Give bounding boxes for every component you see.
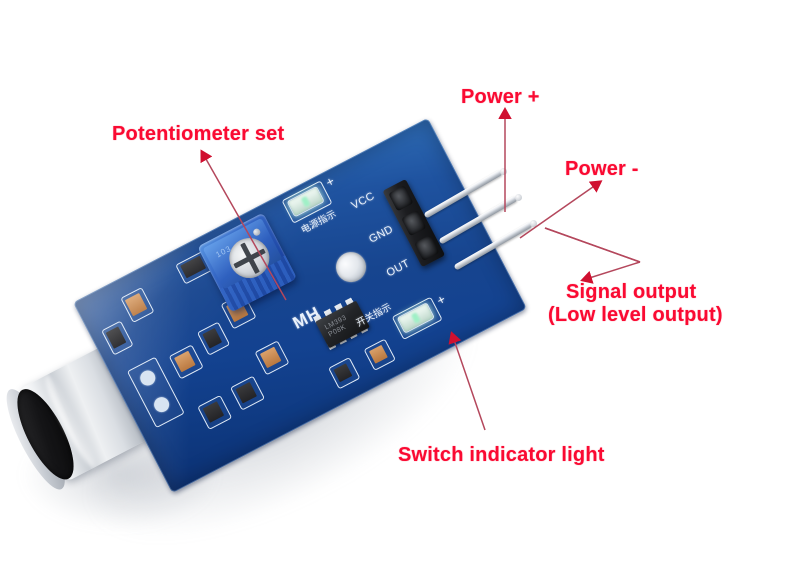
annotation-signal-output-detail: (Low level output)	[548, 304, 723, 326]
annotation-power-minus: Power -	[565, 158, 639, 180]
header-pin-vcc-tip	[500, 168, 507, 175]
header-pin-gnd-tip	[515, 194, 522, 201]
annotation-signal-output: Signal output	[566, 281, 697, 303]
header-pin-out-tip	[530, 220, 537, 227]
annotation-power-plus: Power +	[461, 86, 540, 108]
annotation-switch-indicator-light: Switch indicator light	[398, 444, 605, 466]
annotation-potentiometer-set: Potentiometer set	[112, 123, 285, 145]
